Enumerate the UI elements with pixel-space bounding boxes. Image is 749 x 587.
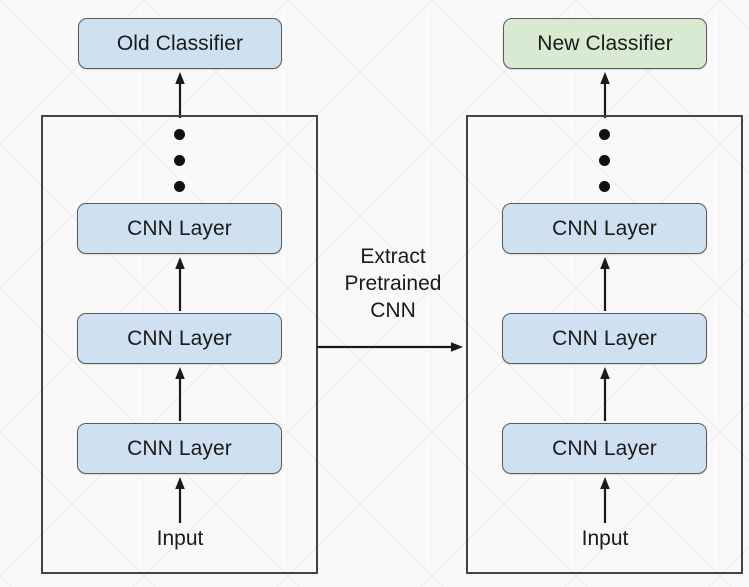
arrow-left-mid-to-top: [175, 257, 185, 311]
dot: [174, 129, 185, 140]
right-cnn-layer-mid-label: CNN Layer: [552, 326, 657, 350]
extract-line-1: Extract: [360, 245, 426, 268]
left-input-label: Input: [156, 527, 204, 550]
arrow-left-container-to-classifier: [175, 72, 185, 118]
arrow-left-input-to-bottom: [175, 477, 185, 523]
left-cnn-layer-bottom-label: CNN Layer: [127, 436, 232, 460]
dot: [174, 181, 185, 192]
right-input-label: Input: [581, 527, 629, 550]
arrow-right-container-to-classifier: [600, 72, 610, 118]
arrow-left-bottom-to-mid: [175, 367, 185, 421]
left-cnn-layer-bottom[interactable]: CNN Layer: [77, 423, 282, 474]
dot: [599, 129, 610, 140]
extract-line-2: Pretrained: [344, 272, 442, 295]
left-ellipsis-dots: [174, 129, 186, 192]
pretrained-network-container: [41, 115, 318, 574]
left-cnn-layer-top-label: CNN Layer: [127, 216, 232, 240]
extract-pretrained-cnn-label: Extract Pretrained CNN: [330, 243, 456, 324]
old-classifier-box[interactable]: Old Classifier: [78, 18, 282, 69]
right-cnn-layer-mid[interactable]: CNN Layer: [502, 313, 707, 364]
old-classifier-label: Old Classifier: [116, 31, 244, 55]
right-cnn-layer-top-label: CNN Layer: [552, 216, 657, 240]
arrow-right-input-to-bottom: [600, 477, 610, 523]
dot: [174, 155, 185, 166]
extract-line-3: CNN: [370, 299, 416, 322]
transfer-arrow: [317, 342, 463, 352]
right-cnn-layer-bottom[interactable]: CNN Layer: [502, 423, 707, 474]
left-cnn-layer-top[interactable]: CNN Layer: [77, 203, 282, 254]
new-classifier-label: New Classifier: [537, 31, 673, 55]
arrow-right-bottom-to-mid: [600, 367, 610, 421]
transferred-network-container: [466, 115, 743, 574]
right-ellipsis-dots: [599, 129, 611, 192]
new-classifier-box[interactable]: New Classifier: [503, 18, 707, 69]
arrow-right-mid-to-top: [600, 257, 610, 311]
right-cnn-layer-bottom-label: CNN Layer: [552, 436, 657, 460]
dot: [599, 181, 610, 192]
right-cnn-layer-top[interactable]: CNN Layer: [502, 203, 707, 254]
left-cnn-layer-mid[interactable]: CNN Layer: [77, 313, 282, 364]
left-cnn-layer-mid-label: CNN Layer: [127, 326, 232, 350]
dot: [599, 155, 610, 166]
